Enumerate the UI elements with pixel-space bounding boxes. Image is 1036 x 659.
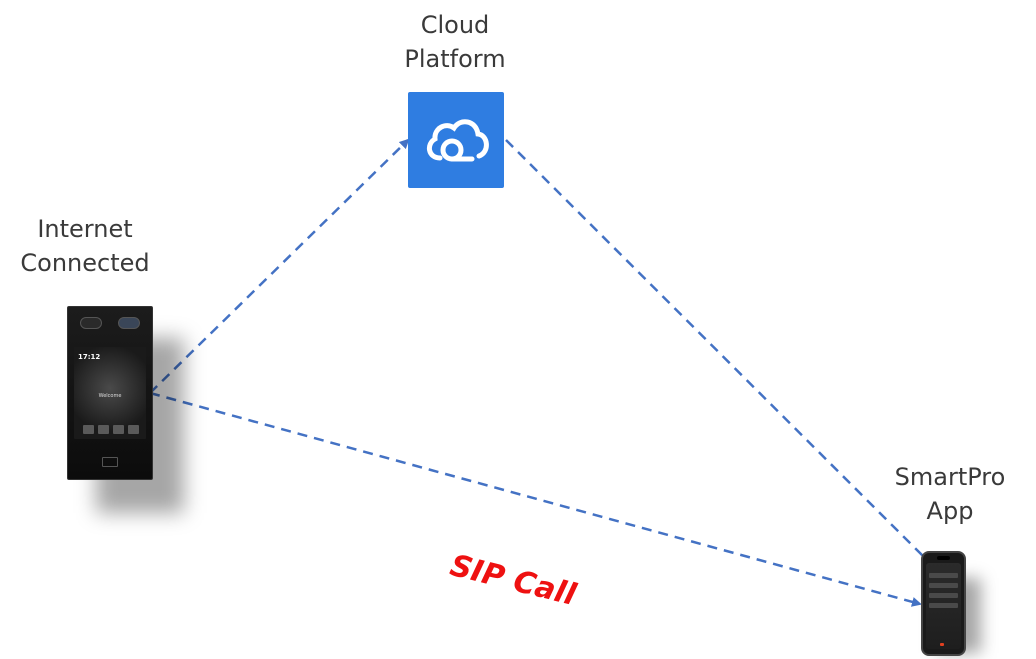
phone-status-dot [940,643,944,646]
door-station-welcome: Welcome [98,393,122,399]
panel-button [98,425,109,434]
panel-button [128,425,139,434]
device-to-cloud-arrow [149,138,410,394]
smartpro-app-label: SmartPro App [894,463,1006,525]
cloud-platform-label: Cloud Platform [404,11,506,73]
card-reader-icon [102,457,118,467]
phone-screen [926,563,961,649]
panel-button [83,425,94,434]
panel-button [113,425,124,434]
cloud-to-app-arrow [505,139,936,569]
camera-lens-icon [80,317,102,329]
phone-ui-row [929,603,958,608]
phone-ui-row [929,593,958,598]
device-label: Internet Connected [20,215,150,277]
phone-ui-row [929,573,958,578]
door-station-screen: 17:12 Welcome [74,347,146,439]
camera-lens-icon [118,317,140,329]
device-to-app-sip-arrow [149,391,922,607]
phone-notch [937,556,950,560]
smartphone-icon [921,551,966,656]
phone-ui-row [929,583,958,588]
door-station-time: 17:12 [78,353,101,361]
door-station-icon: 17:12 Welcome [67,306,153,480]
cloud-icon [408,92,504,188]
